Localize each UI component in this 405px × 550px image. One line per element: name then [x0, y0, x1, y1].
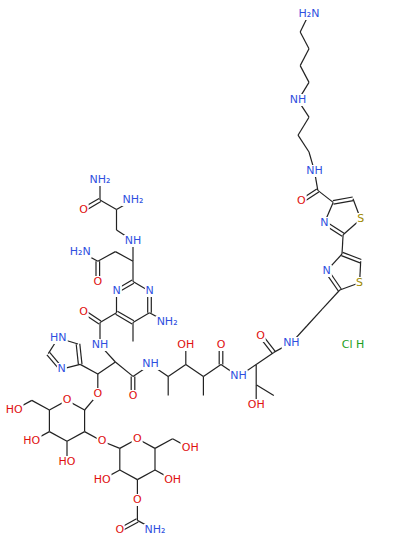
atom-label: O	[132, 494, 143, 506]
atom-label: OH	[163, 474, 182, 486]
atom-label: Cl H	[341, 339, 366, 351]
atom-label: HN	[49, 332, 68, 344]
bond-line	[67, 432, 85, 442]
atom-label: HO	[93, 474, 112, 486]
atom-label: H₂N	[69, 246, 92, 258]
atom-label: O	[78, 204, 89, 216]
atom-label: O	[132, 433, 143, 445]
atom-label: O	[296, 195, 307, 207]
bond-line	[80, 364, 98, 374]
atom-label: O	[128, 390, 139, 402]
atom-label: N	[56, 363, 66, 375]
bond-line	[132, 261, 133, 281]
bond-line	[100, 313, 117, 323]
atom-label: NH₂	[122, 194, 145, 206]
bond-line	[307, 309, 322, 326]
bond-line	[84, 410, 85, 432]
atom-label: NH	[124, 235, 143, 247]
bond-line	[98, 362, 116, 374]
atom-label: O	[255, 330, 266, 342]
atom-label: NH₂	[156, 316, 179, 328]
bond-line	[300, 32, 309, 49]
bond-line	[132, 322, 133, 341]
atom-label: NH₂	[144, 524, 167, 536]
bond-line	[298, 117, 309, 135]
atom-label: OH	[176, 339, 195, 351]
atom-label: NH	[229, 370, 248, 382]
bond-line	[318, 190, 333, 202]
atom-label: S	[355, 277, 364, 289]
bond-line	[334, 201, 354, 205]
bond-line	[116, 314, 133, 324]
bond-line	[343, 252, 362, 259]
bond-line	[256, 385, 274, 396]
bond-line	[120, 470, 138, 480]
atom-label: OH	[247, 399, 266, 411]
bond-line	[342, 235, 343, 254]
bond-line	[300, 66, 309, 83]
bond-line	[115, 362, 133, 376]
bond-line	[298, 135, 309, 152]
bond-line	[80, 344, 82, 364]
bond-line	[119, 448, 120, 470]
atom-label: NH	[141, 358, 160, 370]
bond-line	[98, 252, 116, 262]
bond-line	[32, 400, 50, 410]
atom-label: O	[92, 276, 103, 288]
bond-line	[117, 311, 134, 321]
atom-label: HO	[58, 456, 77, 468]
bond-line	[203, 364, 221, 376]
bond-line	[256, 364, 257, 384]
atom-label: O	[78, 306, 89, 318]
bond-line	[49, 432, 67, 442]
atom-label: N	[144, 285, 154, 297]
atom-label: NH	[289, 94, 308, 106]
bond-line	[322, 290, 340, 309]
atom-label: O	[216, 339, 227, 351]
atom-label: O	[97, 435, 108, 447]
atom-label: S	[356, 213, 365, 225]
bond-line	[100, 200, 117, 210]
atom-label: NH	[91, 339, 110, 351]
bond-line	[154, 448, 155, 470]
bond-line	[115, 252, 133, 262]
atom-label: O	[62, 394, 73, 406]
bond-line	[186, 364, 204, 376]
atom-label: NH	[305, 165, 324, 177]
atom-label: NH	[282, 337, 301, 349]
bond-line	[133, 313, 150, 323]
atom-label: NH₂	[89, 174, 112, 186]
bond-line	[137, 470, 155, 480]
bond-line	[300, 49, 309, 66]
atom-label: N	[111, 285, 121, 297]
atom-label: N	[321, 265, 331, 277]
bond-line	[116, 210, 117, 230]
bond-line	[168, 376, 169, 395]
atom-label: N	[319, 217, 329, 229]
atom-label: O	[92, 388, 103, 400]
bond-line	[256, 352, 274, 364]
atom-label: O	[114, 524, 125, 536]
atom-label: OH	[181, 442, 200, 454]
atom-label: H₂N	[298, 8, 321, 20]
atom-label: HO	[22, 435, 41, 447]
bond-line	[168, 364, 186, 376]
bond-line	[203, 376, 204, 395]
bond-line	[333, 197, 353, 201]
bond-line	[155, 439, 173, 449]
bond-line	[341, 256, 360, 263]
bond-line	[49, 410, 50, 432]
atom-label: HO	[5, 404, 24, 416]
bond-line	[76, 344, 78, 364]
